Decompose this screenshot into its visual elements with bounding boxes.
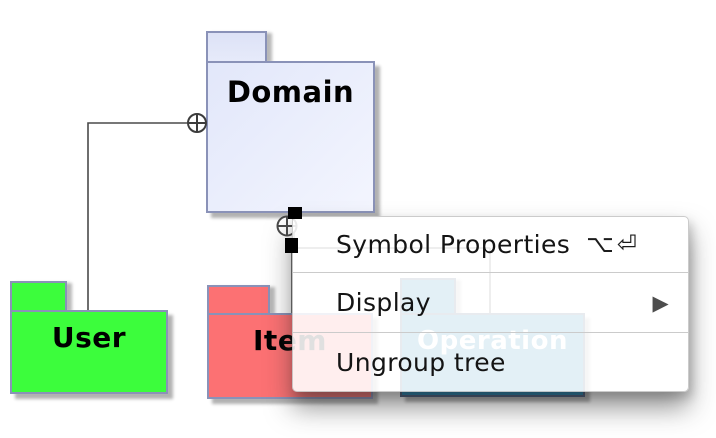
menu-item-label: Ungroup tree bbox=[336, 347, 506, 377]
package-user[interactable]: User bbox=[10, 281, 168, 394]
submenu-arrow-icon: ▶ bbox=[652, 290, 669, 315]
context-menu: Symbol Properties ⌥⏎ Display ▶ Ungroup t… bbox=[292, 216, 689, 392]
selection-handle-bottom[interactable] bbox=[285, 238, 298, 253]
package-user-tab[interactable] bbox=[10, 281, 67, 310]
menu-separator bbox=[293, 332, 688, 334]
package-domain-label: Domain bbox=[226, 75, 355, 109]
containment-circle-plus-icon bbox=[187, 113, 207, 133]
package-domain[interactable]: Domain bbox=[206, 31, 375, 213]
menu-item-label: Symbol Properties bbox=[336, 229, 571, 259]
menu-shortcut-option-return: ⌥⏎ bbox=[586, 230, 640, 259]
menu-item-label: Display bbox=[336, 288, 431, 318]
menu-item-symbol-properties[interactable]: Symbol Properties ⌥⏎ bbox=[293, 217, 688, 272]
menu-item-ungroup-tree[interactable]: Ungroup tree bbox=[293, 333, 688, 391]
package-item-tab[interactable] bbox=[207, 285, 270, 313]
menu-item-display[interactable]: Display ▶ bbox=[293, 273, 688, 333]
package-domain-body[interactable]: Domain bbox=[206, 61, 375, 213]
package-domain-tab[interactable] bbox=[206, 31, 267, 61]
package-user-label: User bbox=[51, 321, 127, 354]
package-user-body[interactable]: User bbox=[10, 310, 168, 394]
selection-handle-top[interactable] bbox=[288, 207, 302, 219]
